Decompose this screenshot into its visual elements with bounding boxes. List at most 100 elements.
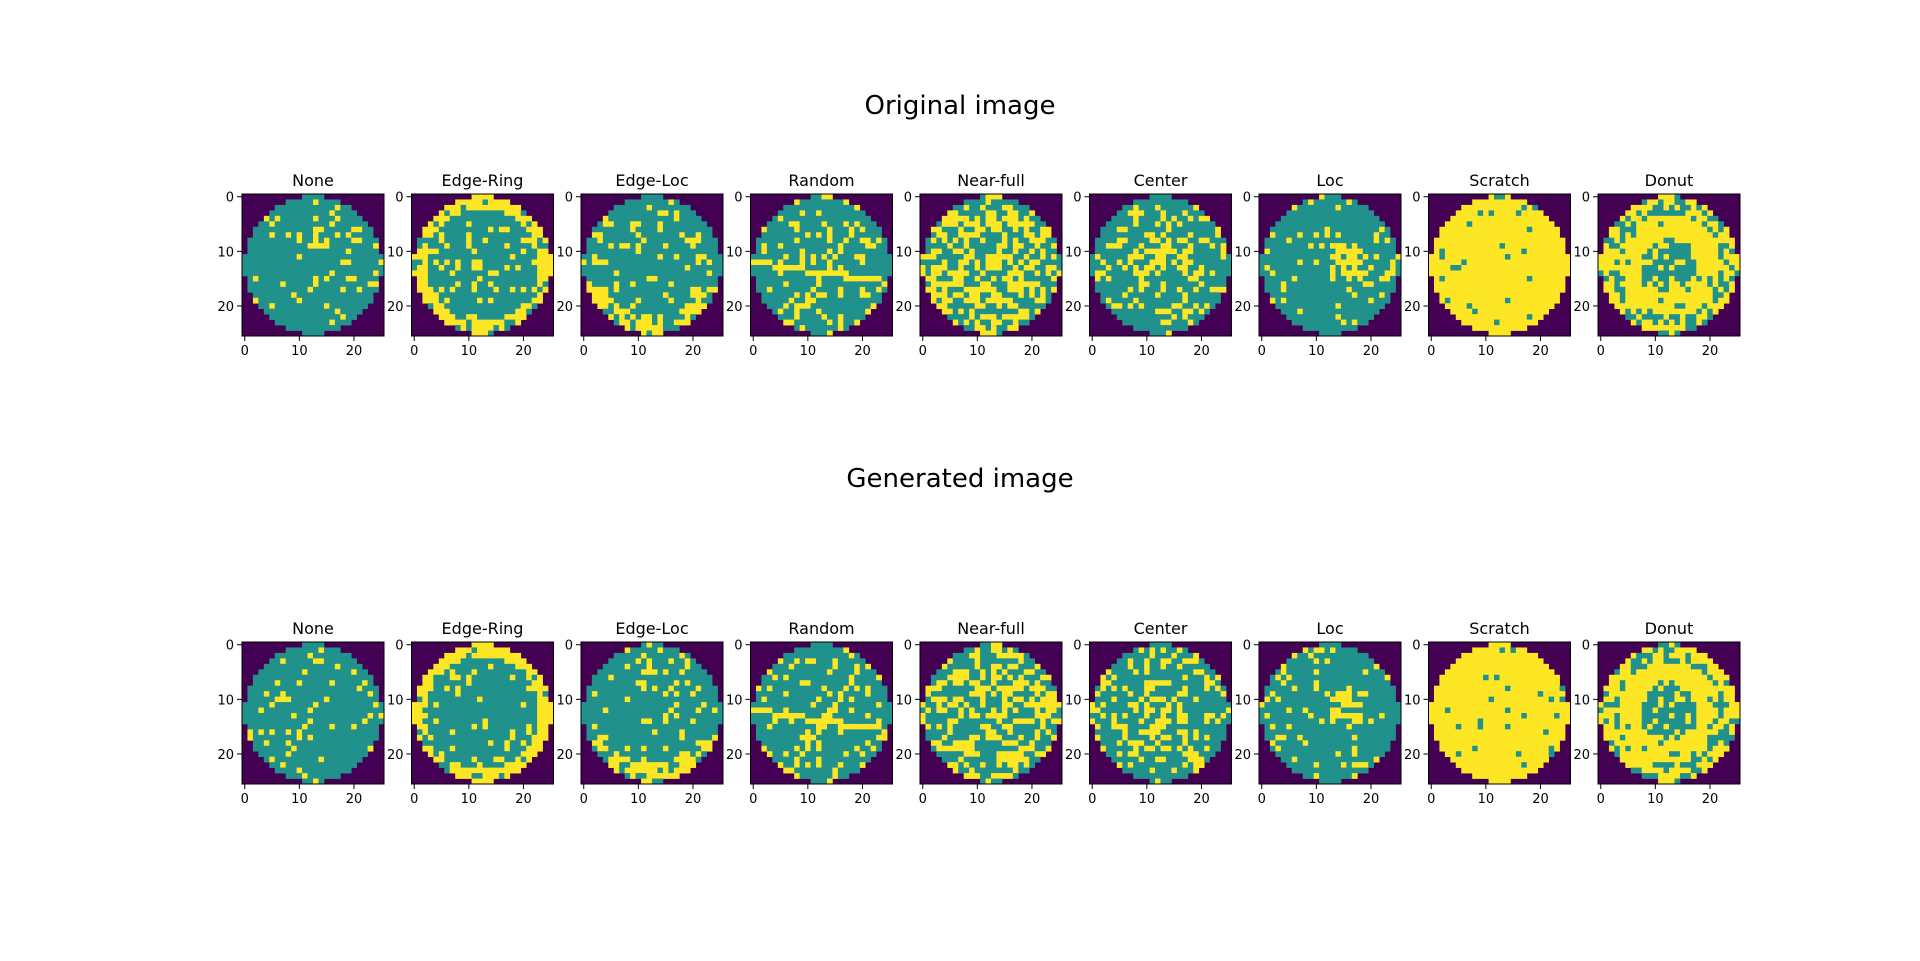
wafer-cell: [504, 325, 511, 331]
wafer-cell: [1455, 286, 1462, 293]
wafer-cell: [263, 696, 270, 703]
wafer-cell: [1723, 270, 1730, 277]
wafer-cell: [1510, 286, 1517, 293]
wafer-cell: [1641, 259, 1648, 266]
wafer-cell: [635, 297, 642, 304]
wafer-cell: [684, 319, 691, 326]
wafer-cell: [854, 286, 861, 293]
wafer-cell: [274, 729, 281, 736]
wafer-cell: [630, 254, 636, 260]
wafer-cell: [673, 308, 680, 315]
wafer-cell: [1051, 265, 1057, 271]
wafer-cell: [1160, 210, 1167, 217]
wafer-cell: [1280, 292, 1287, 299]
wafer-cell: [810, 292, 817, 299]
wafer-cell: [302, 707, 308, 714]
wafer-cell: [318, 248, 325, 255]
wafer-cell: [947, 254, 954, 260]
wafer-cell: [1701, 303, 1708, 310]
wafer-cell: [1663, 297, 1670, 304]
wafer-cell: [794, 292, 800, 299]
wafer-cell: [1455, 314, 1462, 320]
wafer-cell: [641, 204, 647, 211]
wafer-cell: [416, 254, 423, 260]
wafer-cell: [1543, 286, 1549, 293]
wafer-cell: [1526, 243, 1533, 249]
wafer-cell: [307, 685, 314, 692]
wafer-cell: [1565, 254, 1571, 260]
wafer-cell: [635, 254, 642, 260]
wafer-cell: [969, 248, 975, 255]
wafer-cell: [1625, 303, 1632, 310]
wafer-cell: [947, 237, 954, 244]
wafer-cell: [1313, 286, 1320, 293]
wafer-cell: [498, 265, 505, 271]
wafer-cell: [865, 221, 871, 228]
wafer-cell: [980, 243, 986, 249]
wafer-cell: [1122, 215, 1129, 222]
wafer-cell: [1012, 303, 1019, 310]
wafer-cell: [1160, 275, 1167, 282]
wafer-cell: [329, 237, 336, 244]
wafer-cell: [712, 265, 718, 271]
wafer-cell: [816, 226, 822, 233]
wafer-cell: [1537, 281, 1544, 288]
wafer-cell: [1029, 281, 1036, 288]
wafer-cell: [378, 259, 385, 266]
wafer-cell: [848, 215, 855, 222]
wafer-cell: [1368, 281, 1375, 288]
wafer-cell: [356, 215, 363, 222]
wafer-cell: [526, 275, 532, 282]
wafer-cell: [1461, 221, 1468, 228]
wafer-cell: [1712, 215, 1719, 222]
wafer-cell: [826, 259, 833, 266]
wafer-cell: [630, 259, 636, 266]
x-tick-label: 10: [1478, 344, 1495, 359]
wafer-cell: [438, 292, 445, 299]
wafer-cell: [1144, 232, 1150, 239]
wafer-cell: [947, 232, 954, 239]
wafer-cell: [1663, 254, 1670, 260]
wafer-cell: [684, 297, 691, 304]
wafer-cell: [996, 194, 1003, 200]
wafer-cell: [1007, 254, 1014, 260]
wafer-cell: [307, 254, 314, 260]
wafer-cell: [1652, 226, 1659, 233]
wafer-cell: [258, 674, 265, 681]
wafer-cell: [1510, 297, 1517, 304]
wafer-cell: [1472, 275, 1478, 282]
wafer-cell: [1116, 292, 1123, 299]
wafer-cell: [936, 259, 943, 266]
wafer-cell: [843, 199, 850, 206]
wafer-cell: [1198, 221, 1205, 228]
wafer-cell: [1690, 292, 1697, 299]
wafer-cell: [1390, 237, 1396, 244]
wafer-cell: [1330, 259, 1336, 266]
wafer-cell: [881, 265, 888, 271]
wafer-cell: [1351, 237, 1358, 244]
wafer-cell: [1165, 194, 1172, 200]
wafer-cell: [1696, 265, 1703, 271]
wafer-cell: [416, 281, 423, 288]
wafer-cell: [1450, 281, 1457, 288]
wafer-cell: [438, 314, 445, 320]
wafer-cell: [941, 237, 948, 244]
wafer-cell: [1494, 199, 1500, 206]
wafer-cell: [1007, 215, 1014, 222]
wafer-cell: [799, 204, 806, 211]
wafer-cell: [1636, 308, 1643, 315]
wafer-cell: [974, 314, 981, 320]
wafer-cell: [821, 330, 828, 337]
wafer-cell: [690, 210, 697, 217]
wafer-cell: [1155, 265, 1161, 271]
wafer-cell: [1165, 237, 1172, 244]
wafer-cell: [1269, 297, 1276, 304]
wafer-cell: [1548, 226, 1555, 233]
wafer-cell: [985, 204, 992, 211]
wafer-cell: [1488, 215, 1495, 222]
wafer-cell: [805, 215, 811, 222]
wafer-cell: [668, 232, 675, 239]
wafer-cell: [340, 729, 347, 736]
wafer-cell: [1685, 303, 1692, 310]
